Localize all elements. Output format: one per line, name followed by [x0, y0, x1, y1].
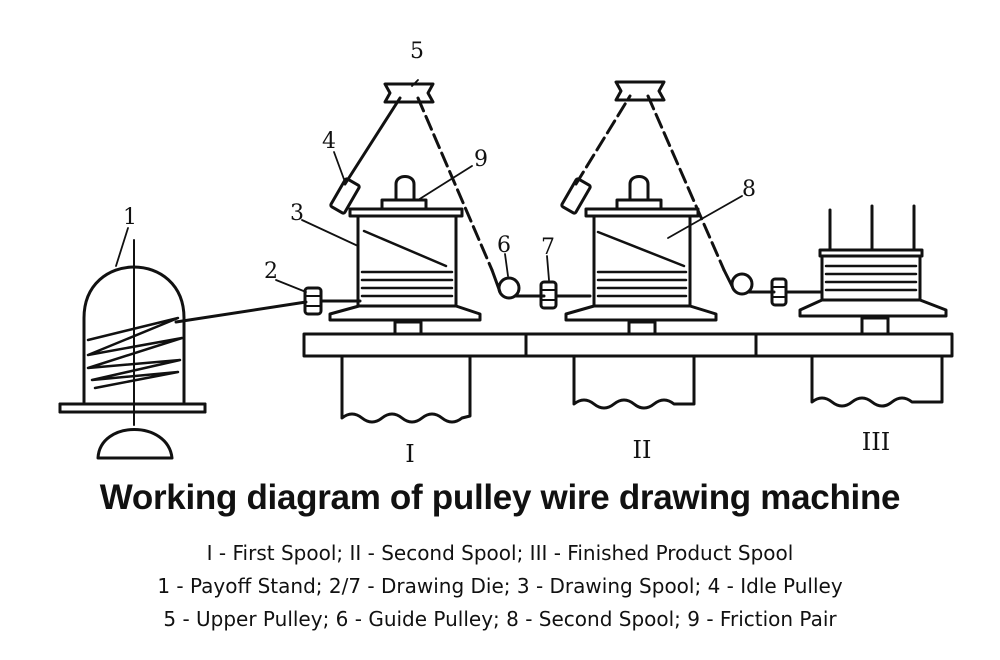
- label-8: 8: [742, 177, 756, 202]
- leader-lines: [115, 79, 743, 293]
- label-9: 9: [474, 147, 488, 172]
- label-finished-spool: III: [862, 428, 890, 456]
- upper-pulley-second: [614, 80, 666, 102]
- label-5: 5: [410, 39, 424, 64]
- wire-segment: [343, 96, 402, 186]
- guide-pulley-6: [497, 276, 521, 300]
- machine-base: [302, 332, 954, 424]
- wire-segment: [416, 96, 494, 272]
- label-3: 3: [290, 201, 304, 226]
- legend-line-1: I - First Spool; II - Second Spool; III …: [206, 541, 794, 565]
- finished-product-spool: [798, 204, 948, 336]
- guide-pulley-second: [730, 272, 754, 296]
- label-7: 7: [541, 235, 555, 260]
- wire-segment: [574, 94, 632, 186]
- label-1: 1: [123, 205, 137, 230]
- label-second-spool: II: [633, 436, 652, 464]
- payoff-stand: [58, 239, 207, 460]
- idle-pulley-second: [560, 177, 592, 215]
- label-6: 6: [497, 233, 511, 258]
- label-first-spool: I: [405, 440, 414, 468]
- idle-pulley-4: [329, 177, 361, 215]
- legend-line-3: 5 - Upper Pulley; 6 - Guide Pulley; 8 - …: [163, 607, 837, 631]
- machine-diagram: 1 2 3 4 5 6 7 8 9 I II III: [58, 39, 954, 468]
- upper-pulley-5: [383, 82, 435, 104]
- legend-line-2: 1 - Payoff Stand; 2/7 - Drawing Die; 3 -…: [157, 574, 843, 598]
- label-4: 4: [322, 129, 336, 154]
- wire-segment: [174, 300, 308, 324]
- drawing-die-2: [303, 286, 323, 316]
- label-2: 2: [264, 259, 278, 284]
- drawing-spool-1: [328, 175, 482, 336]
- second-spool: [564, 175, 718, 336]
- wire-segment: [646, 94, 726, 272]
- diagram-title: Working diagram of pulley wire drawing m…: [99, 478, 901, 517]
